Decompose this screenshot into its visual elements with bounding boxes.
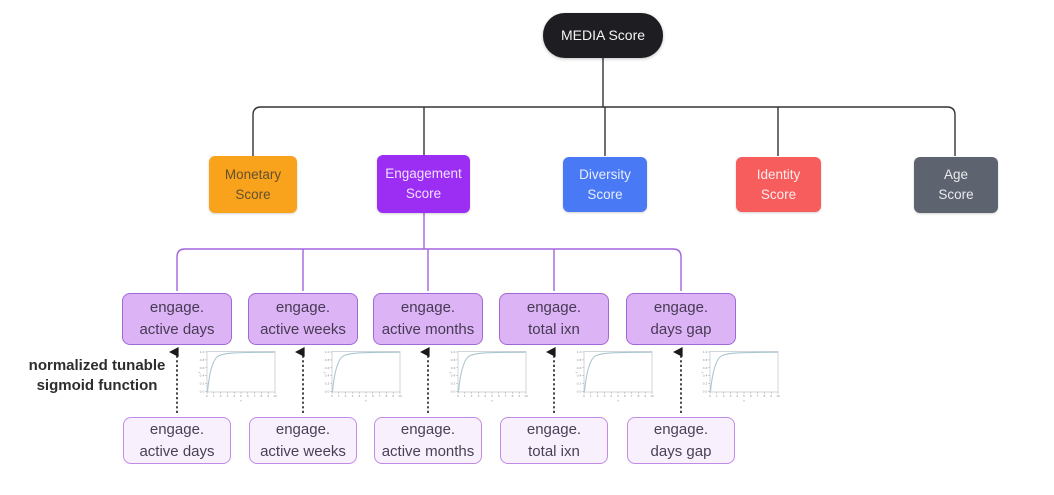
- node-raw-engage-active-months: engage. active months: [374, 417, 482, 464]
- node-label: engage. active months: [381, 299, 475, 338]
- node-engagement-score: Engagement Score: [377, 155, 470, 213]
- node-monetary-score: Monetary Score: [209, 156, 297, 213]
- sigmoid-chart-active-weeks: [322, 348, 404, 404]
- sigmoid-chart-total-ixn: [574, 348, 656, 404]
- node-engage-days-gap: engage. days gap: [626, 293, 736, 345]
- root-node-label: MEDIA Score: [560, 27, 646, 44]
- node-diversity-score: Diversity Score: [563, 157, 647, 212]
- node-label: Identity Score: [756, 166, 801, 202]
- root-tree-connectors: [252, 58, 956, 156]
- node-engage-active-months: engage. active months: [373, 293, 483, 345]
- node-raw-engage-active-weeks: engage. active weeks: [249, 417, 357, 464]
- node-raw-engage-days-gap: engage. days gap: [627, 417, 735, 464]
- node-engage-active-weeks: engage. active weeks: [248, 293, 358, 345]
- node-raw-engage-total-ixn: engage. total ixn: [500, 417, 608, 464]
- node-label: engage. active days: [139, 420, 215, 460]
- sigmoid-chart-days-gap: [700, 348, 782, 404]
- node-label: engage. total ixn: [526, 420, 582, 460]
- node-engage-active-days: engage. active days: [122, 293, 232, 345]
- node-label: Monetary Score: [224, 166, 282, 202]
- node-label: engage. total ixn: [526, 299, 582, 338]
- node-label: Engagement Score: [385, 166, 462, 201]
- root-node-media-score: MEDIA Score: [543, 13, 663, 58]
- node-age-score: Age Score: [914, 157, 998, 213]
- node-label: engage. days gap: [650, 299, 712, 338]
- node-identity-score: Identity Score: [736, 157, 821, 212]
- node-label: Diversity Score: [579, 166, 631, 202]
- sigmoid-chart-active-months: [448, 348, 530, 404]
- node-label: engage. active weeks: [260, 299, 346, 338]
- node-label: Age Score: [938, 167, 974, 202]
- annotation-sigmoid-function: normalized tunable sigmoid function: [28, 357, 166, 395]
- node-label: engage. active days: [139, 299, 215, 338]
- node-label: engage. days gap: [650, 420, 712, 460]
- engagement-tree-connectors: [176, 213, 682, 291]
- node-raw-engage-active-days: engage. active days: [123, 417, 231, 464]
- sigmoid-chart-active-days: [197, 348, 279, 404]
- node-label: engage. active weeks: [260, 420, 346, 460]
- node-label: engage. active months: [381, 420, 475, 460]
- node-engage-total-ixn: engage. total ixn: [499, 293, 609, 345]
